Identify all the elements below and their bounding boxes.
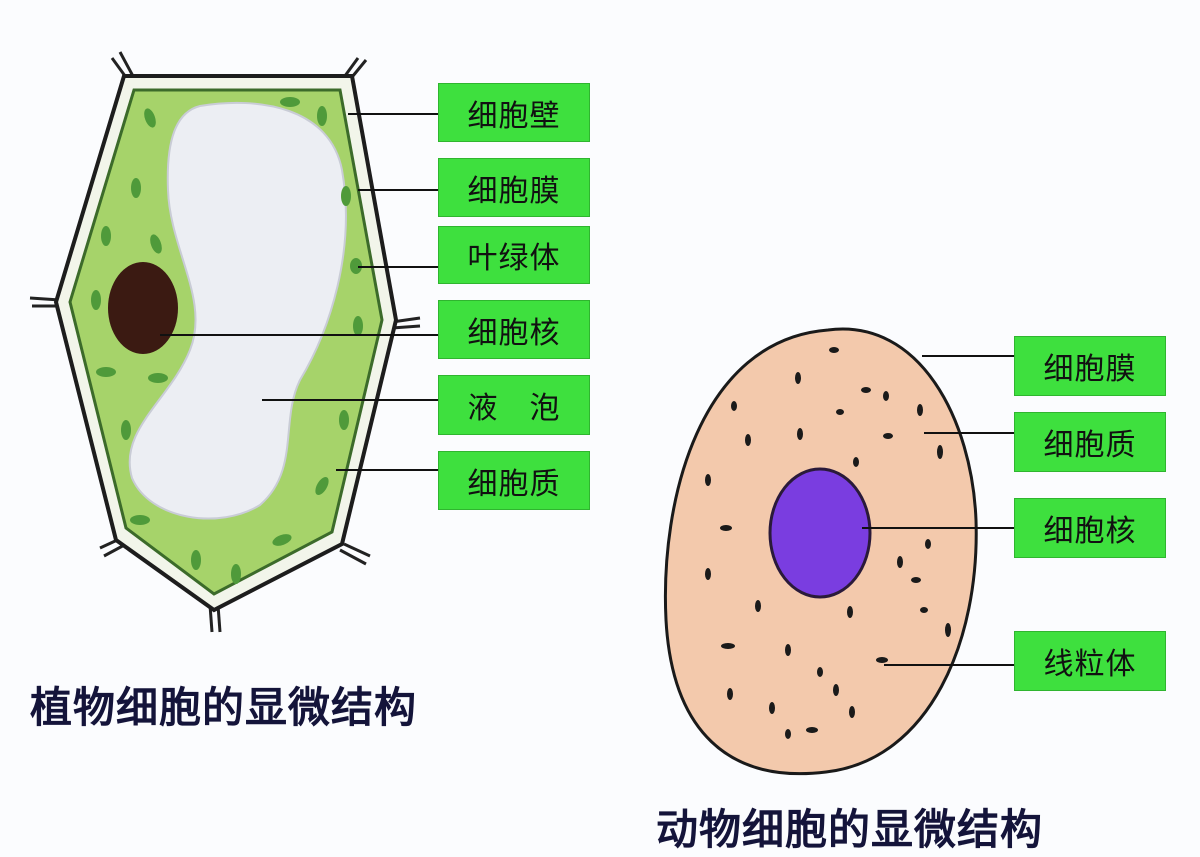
animal-cell (663, 327, 1016, 776)
label-nucleus-plant: 细胞核 (438, 300, 590, 359)
animal-leader-lines (862, 355, 1016, 666)
label-nucleus-animal: 细胞核 (1014, 498, 1166, 558)
plant-cell-title: 植物细胞的显微结构 (30, 683, 418, 732)
mitochondria (705, 347, 951, 739)
label-cell-wall: 细胞壁 (438, 83, 590, 142)
label-cell-membrane-animal: 细胞膜 (1014, 336, 1166, 396)
label-chloroplast: 叶绿体 (438, 226, 590, 284)
plant-leader-lines (160, 113, 440, 471)
chloroplasts (91, 97, 363, 584)
plant-cell (29, 51, 440, 633)
animal-nucleus (768, 467, 872, 599)
label-cytoplasm-animal: 细胞质 (1014, 412, 1166, 472)
plant-nucleus (108, 262, 178, 354)
label-cell-membrane-plant: 细胞膜 (438, 158, 590, 217)
label-mitochondria: 线粒体 (1014, 631, 1166, 691)
label-vacuole: 液 泡 (438, 375, 590, 435)
animal-cell-title: 动物细胞的显微结构 (656, 805, 1044, 854)
label-cytoplasm-plant: 细胞质 (438, 451, 590, 510)
vacuole (128, 101, 347, 520)
